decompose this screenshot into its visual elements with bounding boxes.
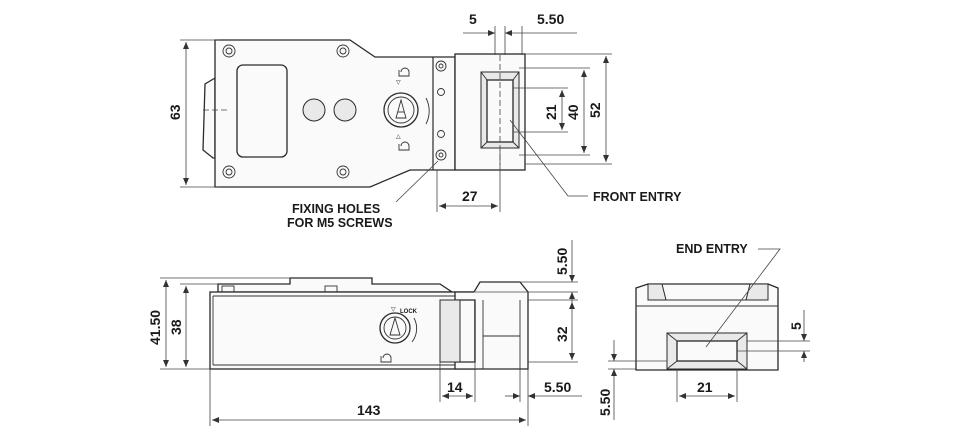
rotary-lock-side: LOCK ▽ xyxy=(379,307,418,363)
dim-w5: 5 xyxy=(469,11,477,27)
side-view: LOCK ▽ 41.50 38 5.50 32 14 xyxy=(147,240,582,426)
dim-end-w21: 21 xyxy=(697,379,713,395)
dim-h41-50: 41.50 xyxy=(147,310,163,345)
dim-height-overall: 63 xyxy=(167,104,183,120)
dim-w27: 27 xyxy=(462,188,478,204)
dim-h52: 52 xyxy=(587,102,603,118)
dim-end-h5-50: 5.50 xyxy=(597,389,613,416)
head-side xyxy=(454,281,529,370)
corner-screws xyxy=(222,44,350,179)
dim-h32: 32 xyxy=(554,326,570,342)
svg-text:▽: ▽ xyxy=(396,80,401,86)
dim-w14: 14 xyxy=(447,379,463,395)
svg-text:▽: ▽ xyxy=(391,307,396,313)
indicator-left xyxy=(302,98,326,122)
dim-w5-50: 5.50 xyxy=(537,11,564,27)
lock-label: LOCK xyxy=(400,309,418,315)
top-view: ▽ △ 63 xyxy=(167,11,682,230)
dim-h21: 21 xyxy=(543,104,559,120)
label-window xyxy=(236,64,288,158)
dim-end-h5: 5 xyxy=(788,322,804,330)
dim-w5-50: 5.50 xyxy=(544,379,571,395)
side-view-body xyxy=(209,291,476,370)
end-view: 5 5.50 21 END ENTRY xyxy=(597,242,810,420)
dim-h38: 38 xyxy=(168,319,184,335)
dim-w143: 143 xyxy=(357,402,381,418)
callout-end-entry: END ENTRY xyxy=(676,242,748,256)
callout-front-entry: FRONT ENTRY xyxy=(593,190,682,204)
indicator-right xyxy=(333,98,357,122)
rotary-lock-top: ▽ △ xyxy=(383,67,430,151)
callout-fixing-holes-1: FIXING HOLES xyxy=(292,202,380,216)
dim-h5-50-top: 5.50 xyxy=(554,248,570,275)
end-entry-slot xyxy=(666,332,748,370)
callout-fixing-holes-2: FOR M5 SCREWS xyxy=(287,216,393,230)
svg-text:△: △ xyxy=(396,134,401,140)
dim-h40: 40 xyxy=(565,104,581,120)
